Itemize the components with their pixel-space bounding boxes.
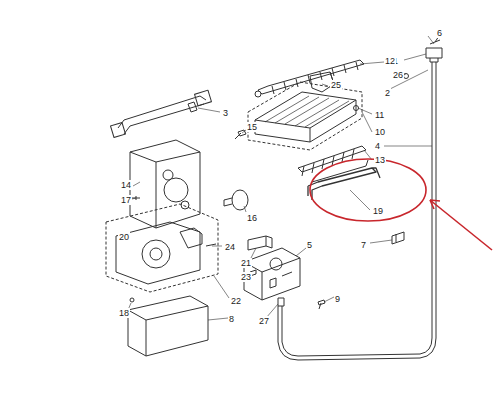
callout-number: 25: [330, 80, 342, 90]
callout-number: 22: [230, 296, 242, 306]
callout-number: 9: [334, 294, 341, 304]
callout-number: 11: [374, 110, 385, 120]
callout-number: 4: [374, 141, 381, 151]
callout-number: 7: [360, 240, 367, 250]
callout-number: 8: [228, 314, 235, 324]
callout-number: 17: [120, 195, 132, 205]
callout-number: 26: [392, 70, 404, 80]
callout-number: 18: [118, 308, 130, 318]
callout-number: 24: [224, 242, 236, 252]
callout-number: 5: [306, 240, 313, 250]
callout-number: 21: [240, 258, 252, 268]
callout-number: 20: [118, 232, 130, 242]
callout-number: 14: [120, 180, 132, 190]
callout-number: 13: [374, 155, 386, 165]
callout-number: 2: [384, 88, 391, 98]
callout-number: 6: [436, 28, 443, 38]
callout-number: 27: [258, 316, 270, 326]
callout-number: 10: [374, 127, 386, 137]
callout-number: 12: [384, 56, 396, 66]
callout-number: 19: [372, 206, 384, 216]
callout-number: 3: [222, 108, 229, 118]
callout-number: 23: [240, 272, 252, 282]
callout-number: 15: [246, 122, 258, 132]
callout-number: 16: [246, 213, 258, 223]
